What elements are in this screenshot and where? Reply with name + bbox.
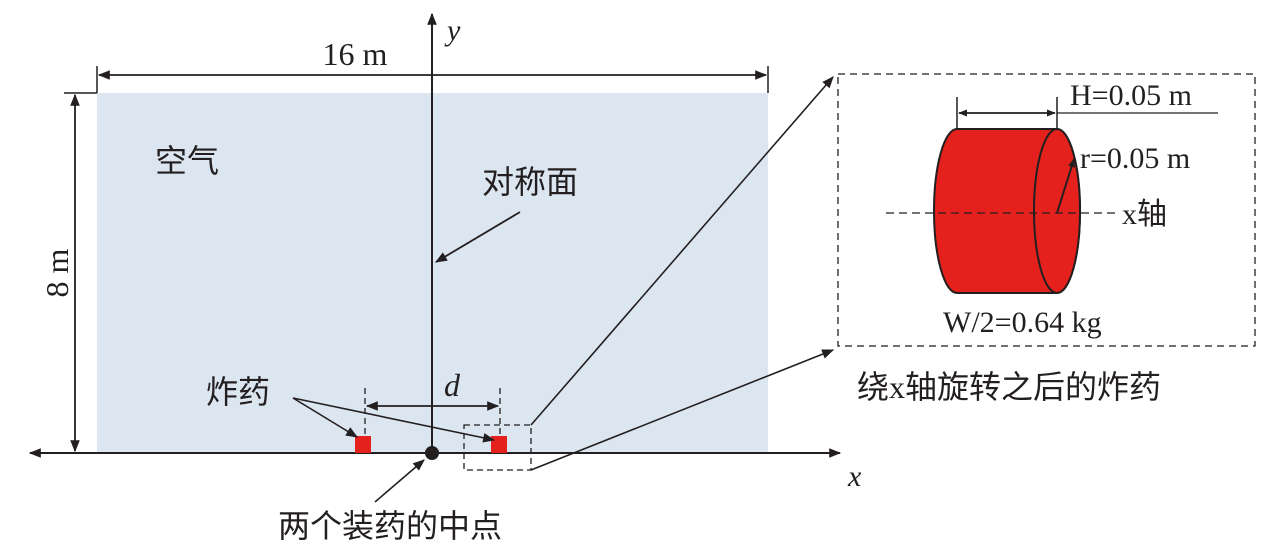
symmetry-plane-label: 对称面: [482, 164, 578, 200]
height-dim-label: 8 m: [39, 248, 75, 297]
width-dim-label: 16 m: [323, 36, 388, 72]
inset-box: [837, 73, 1256, 347]
midpoint-label: 两个装药的中点: [278, 508, 502, 544]
charge-right: [491, 436, 507, 453]
midpoint-pointer: [374, 459, 425, 503]
x-axis-label: x: [847, 460, 862, 493]
inset-caption: 绕x轴旋转之后的炸药: [857, 369, 1161, 405]
radius-line: [1056, 158, 1076, 214]
zoom-box-small: [463, 424, 532, 471]
zoom-pointer-bottom: [530, 349, 835, 471]
y-axis-label: y: [444, 14, 461, 47]
midpoint-dot: [425, 446, 439, 460]
zoom-pointer-top: [530, 76, 834, 426]
inset-axis-label: x轴: [1122, 198, 1167, 231]
explosive-pointer-left: [292, 397, 359, 438]
h-label: H=0.05 m: [1070, 79, 1192, 112]
d-label: d: [444, 367, 461, 403]
air-label: 空气: [155, 143, 219, 179]
radius-label: r=0.05 m: [1080, 142, 1190, 175]
explosive-pointer-right: [292, 397, 496, 443]
mass-label: W/2=0.64 kg: [943, 306, 1102, 339]
charge-left: [355, 436, 371, 453]
symmetry-plane-pointer: [434, 211, 521, 263]
explosive-label: 炸药: [206, 374, 270, 410]
